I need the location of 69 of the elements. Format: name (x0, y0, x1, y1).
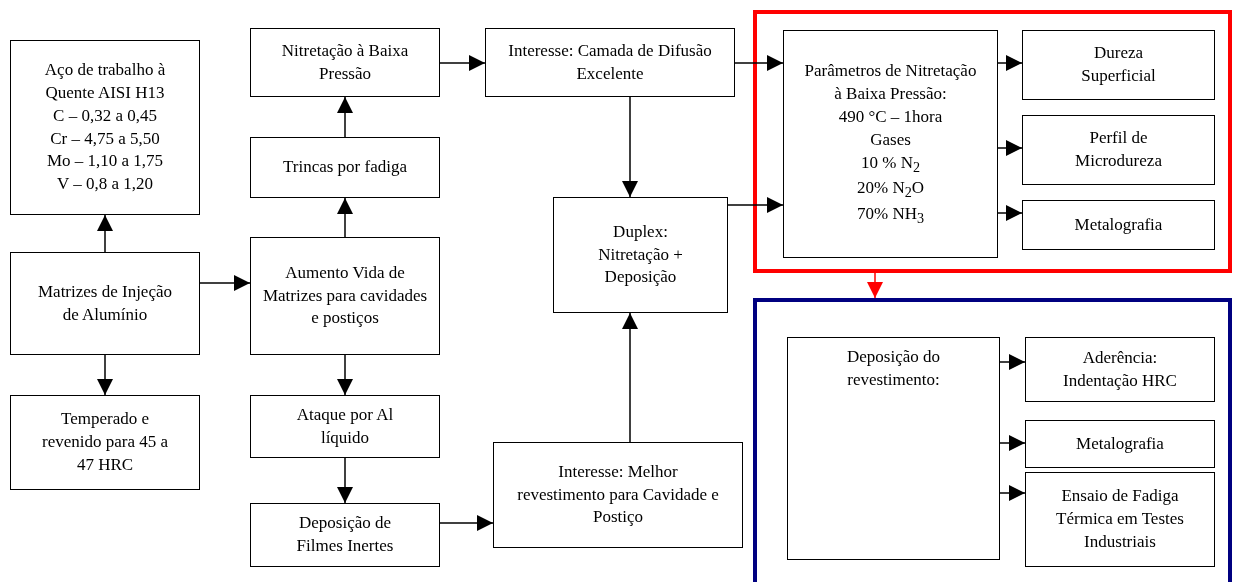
box-text: C – 0,32 a 0,45 (53, 104, 157, 127)
box-text: V – 0,8 a 1,20 (57, 173, 153, 196)
box-text: 20% N$_{2}$O (856, 177, 925, 203)
box-text: Metalografia (1074, 213, 1163, 236)
process-box (1025, 337, 1215, 402)
arrow (337, 197, 353, 238)
arrow (999, 354, 1026, 370)
box-text: Parâmetros de Nitretação à Baixa Pressão: (803, 59, 978, 105)
box-text: Ataque por Al líquido (295, 403, 395, 449)
box-text: Deposição de Filmes Inertes (295, 512, 395, 557)
arrow (622, 96, 638, 198)
arrow (997, 55, 1023, 71)
box-text: Ensaio de Fadiga Térmica em Testes Industriais (1055, 485, 1185, 553)
arrow (439, 55, 486, 71)
box-text: Nitretação à Baixa Pressão (281, 39, 409, 85)
box-text: Interesse: Melhor revestimento para Cavidade e Postiço (516, 460, 720, 529)
arrow (734, 55, 784, 71)
arrow (999, 435, 1026, 451)
process-box (250, 503, 440, 567)
process-box (787, 337, 1000, 560)
arrow (199, 275, 251, 291)
box-text: 490 °C – 1hora (838, 105, 943, 128)
box-text: Mo – 1,10 a 1,75 (46, 150, 164, 173)
process-box (1025, 472, 1215, 567)
arrow (997, 205, 1023, 221)
process-box (250, 28, 440, 97)
process-box (1022, 200, 1215, 250)
process-box (250, 395, 440, 458)
process-box (1022, 30, 1215, 100)
arrow (867, 272, 883, 299)
box-text: Metalografia (1076, 432, 1164, 455)
arrow (439, 515, 494, 531)
arrow (622, 312, 638, 443)
arrow (337, 457, 353, 504)
arrow (337, 96, 353, 138)
arrow (97, 214, 113, 253)
arrow (97, 354, 113, 396)
arrow (337, 354, 353, 396)
box-text: 70% NH$_{3}$ (856, 202, 924, 228)
process-box (10, 252, 200, 355)
process-box (493, 442, 743, 548)
process-box (1022, 115, 1215, 185)
box-text: 10 % N$_{2}$ (861, 151, 920, 177)
arrow (999, 485, 1026, 501)
box-text: Trincas por fadiga (283, 156, 407, 179)
group-frame (753, 10, 1232, 273)
process-box (250, 237, 440, 355)
process-box (553, 197, 728, 313)
box-text: Gases (870, 128, 911, 151)
box-text: Matrizes de Injeção de Alumínio (36, 280, 173, 326)
process-box (250, 137, 440, 198)
process-box (1025, 420, 1215, 468)
box-text: Temperado e revenido para 45 a 47 HRC (41, 408, 169, 476)
process-box (485, 28, 735, 97)
box-text: Aumento Vida de Matrizes para cavidades e postiços (261, 261, 429, 330)
box-text: Perfil de Microdureza (1074, 127, 1163, 172)
process-box (10, 395, 200, 490)
group-frame (753, 298, 1232, 582)
box-text: Aço de trabalho à Quente AISI H13 (43, 58, 167, 104)
box-text: Cr – 4,75 a 5,50 (50, 127, 160, 150)
arrow (727, 197, 784, 213)
process-box (10, 40, 200, 215)
box-text: Interesse: Camada de Difusão Excelente (507, 39, 713, 85)
box-text: Aderência: Indentação HRC (1062, 346, 1178, 392)
box-text: Deposição do revestimento: (846, 346, 941, 391)
process-box (783, 30, 998, 258)
box-text: Dureza Superficial (1080, 42, 1157, 87)
arrow (997, 140, 1023, 156)
box-text: Duplex: Nitretação + Deposição (597, 220, 684, 289)
